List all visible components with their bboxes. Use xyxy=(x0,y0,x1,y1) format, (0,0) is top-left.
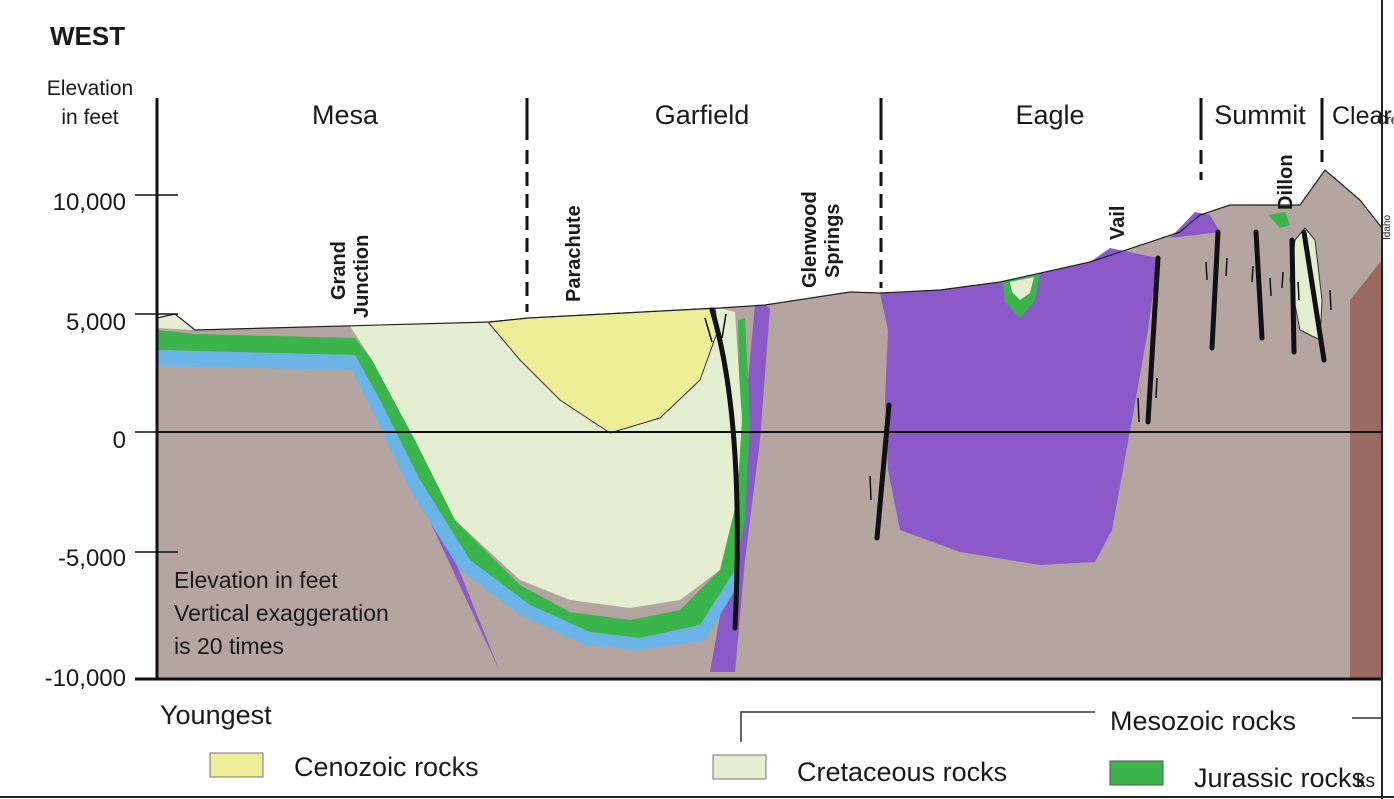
fault-arrow xyxy=(1226,258,1227,276)
town-springs: Springs xyxy=(822,204,844,278)
town-parachute: Parachute xyxy=(563,205,585,302)
fault-arrow xyxy=(1156,378,1157,398)
town-glenwood: Glenwood xyxy=(799,191,821,288)
fault-arrow xyxy=(1206,262,1207,280)
fault-arrow xyxy=(882,476,883,500)
tick-label-0: 0 xyxy=(113,427,126,454)
town-vail: Vail xyxy=(1107,206,1129,240)
tick-label-10000: 10,000 xyxy=(53,189,126,216)
county-garfield: Garfield xyxy=(655,100,750,130)
axis-title-line1: Elevation xyxy=(47,77,133,100)
tick-label-minus-10000: -10,000 xyxy=(45,665,126,692)
legend-youngest: Youngest xyxy=(160,700,272,730)
fault-arrow xyxy=(1330,290,1331,310)
fault-arrow xyxy=(1270,278,1271,296)
legend-label-cenozoic: Cenozoic rocks xyxy=(294,752,479,782)
note-line2: Vertical exaggeration xyxy=(174,600,389,626)
fault-arrow xyxy=(1252,266,1253,282)
fault-arrow xyxy=(1138,398,1139,422)
county-summit: Summit xyxy=(1214,100,1306,130)
direction-label: WEST xyxy=(50,21,125,51)
legend-label-cretaceous: Cretaceous rocks xyxy=(797,757,1007,787)
tick-label-5000: 5,000 xyxy=(66,309,126,336)
fault-arrow xyxy=(1282,272,1283,288)
legend-label-jurassic: Jurassic rocks xyxy=(1194,763,1365,793)
note-line1: Elevation in feet xyxy=(174,567,338,593)
legend-cut-text: ks xyxy=(1356,771,1375,792)
note-line3: is 20 times xyxy=(174,633,284,659)
eastern-edge-zone xyxy=(1350,260,1382,679)
town-junction: Junction xyxy=(351,235,373,318)
legend-swatch-jurassic xyxy=(1110,761,1163,785)
summit-fault-3 xyxy=(1292,240,1294,352)
fault-arrow xyxy=(1298,282,1299,300)
axis-title-line2: in feet xyxy=(61,106,118,129)
legend-mesozoic: Mesozoic rocks xyxy=(1110,706,1296,736)
edge-cut-label: Idaho xyxy=(1382,215,1393,240)
county-eagle: Eagle xyxy=(1015,100,1084,130)
county-clear-creek-cut: Cree xyxy=(1377,112,1394,127)
fault-arrow xyxy=(870,476,871,500)
town-dillon: Dillon xyxy=(1275,154,1297,210)
town-grand: Grand xyxy=(328,241,350,300)
legend-swatch-cretaceous xyxy=(713,755,766,779)
tick-label-minus-5000: -5,000 xyxy=(58,545,126,572)
county-mesa: Mesa xyxy=(312,100,379,130)
legend-swatch-cenozoic xyxy=(210,753,263,777)
